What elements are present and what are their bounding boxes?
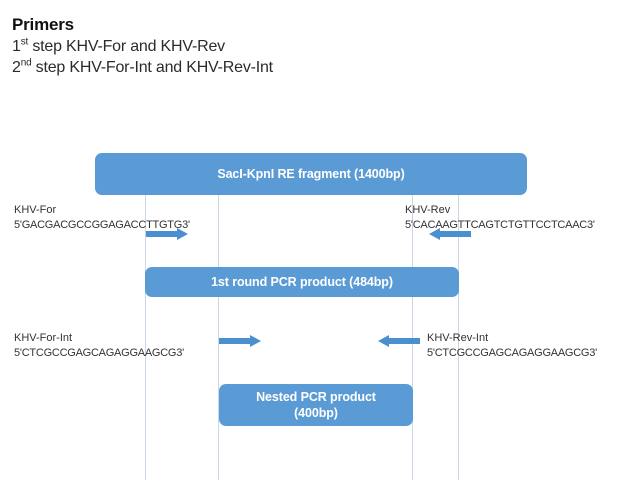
arrow-khv-rev-int-reverse xyxy=(378,335,420,347)
fragment-bar-sacI-kpnI: SacI-KpnI RE fragment (1400bp) xyxy=(95,153,527,195)
page-title: Primers xyxy=(12,15,74,34)
primer-name-khv-rev: KHV-Rev xyxy=(405,204,451,216)
primer-sequence-khv-for: 5'GACGACGCCGGAGACCTTGTG3' xyxy=(14,219,190,231)
arrow-head xyxy=(378,335,389,347)
step-2-text: step KHV-For-Int and KHV-Rev-Int xyxy=(31,59,273,76)
step-2-line: 2nd step KHV-For-Int and KHV-Rev-Int xyxy=(12,57,612,78)
step-2-ordinal-number: 2 xyxy=(12,59,21,76)
nested-pcr-product-bar: Nested PCR product (400bp) xyxy=(219,384,413,426)
primer-sequence-khv-for-int: 5'CTCGCCGAGCAGAGGAAGCG3' xyxy=(14,347,184,359)
step-1-line: 1st step KHV-For and KHV-Rev xyxy=(12,36,612,57)
primer-name-khv-for: KHV-For xyxy=(14,204,57,216)
guide-line-khv-rev-end xyxy=(458,190,459,480)
step-1-ordinal-number: 1 xyxy=(12,38,21,55)
nested-pcr-product-line-1: Nested PCR product xyxy=(256,390,376,404)
primer-label-khv-for: KHV-For 5'GACGACGCCGGAGACCTTGTG3' xyxy=(14,203,190,233)
primer-name-khv-rev-int: KHV-Rev-Int xyxy=(427,332,489,344)
arrow-shaft xyxy=(388,338,420,344)
guide-line-first-round-right xyxy=(412,190,413,480)
arrow-khv-for-forward xyxy=(146,228,188,240)
arrow-shaft xyxy=(439,231,471,237)
arrow-shaft xyxy=(219,338,251,344)
arrow-head xyxy=(429,228,440,240)
step-1-text: step KHV-For and KHV-Rev xyxy=(28,38,225,55)
primer-label-khv-for-int: KHV-For-Int 5'CTCGCCGAGCAGAGGAAGCG3' xyxy=(14,331,184,361)
arrow-khv-for-int-forward xyxy=(219,335,261,347)
primer-name-khv-for-int: KHV-For-Int xyxy=(14,332,73,344)
arrow-head xyxy=(250,335,261,347)
primer-label-khv-rev-int: KHV-Rev-Int 5'CTCGCCGAGCAGAGGAAGCG3' xyxy=(427,331,597,361)
step-2-ordinal-suffix: nd xyxy=(20,57,32,69)
first-round-pcr-product-bar: 1st round PCR product (484bp) xyxy=(145,267,459,297)
header-block: Primers 1st step KHV-For and KHV-Rev 2nd… xyxy=(12,14,612,78)
arrow-khv-rev-reverse xyxy=(429,228,471,240)
guide-line-first-round-left xyxy=(218,190,219,480)
primer-sequence-khv-rev-int: 5'CTCGCCGAGCAGAGGAAGCG3' xyxy=(427,347,597,359)
step-1-ordinal-suffix: st xyxy=(20,36,29,48)
guide-line-khv-for-start xyxy=(145,190,146,480)
arrow-head xyxy=(177,228,188,240)
arrow-shaft xyxy=(146,231,178,237)
primer-label-khv-rev: KHV-Rev 5'CACAAGTTCAGTCTGTTCCTCAAC3' xyxy=(405,203,595,233)
primer-sequence-khv-rev: 5'CACAAGTTCAGTCTGTTCCTCAAC3' xyxy=(405,219,595,231)
nested-pcr-product-line-2: (400bp) xyxy=(294,406,338,420)
